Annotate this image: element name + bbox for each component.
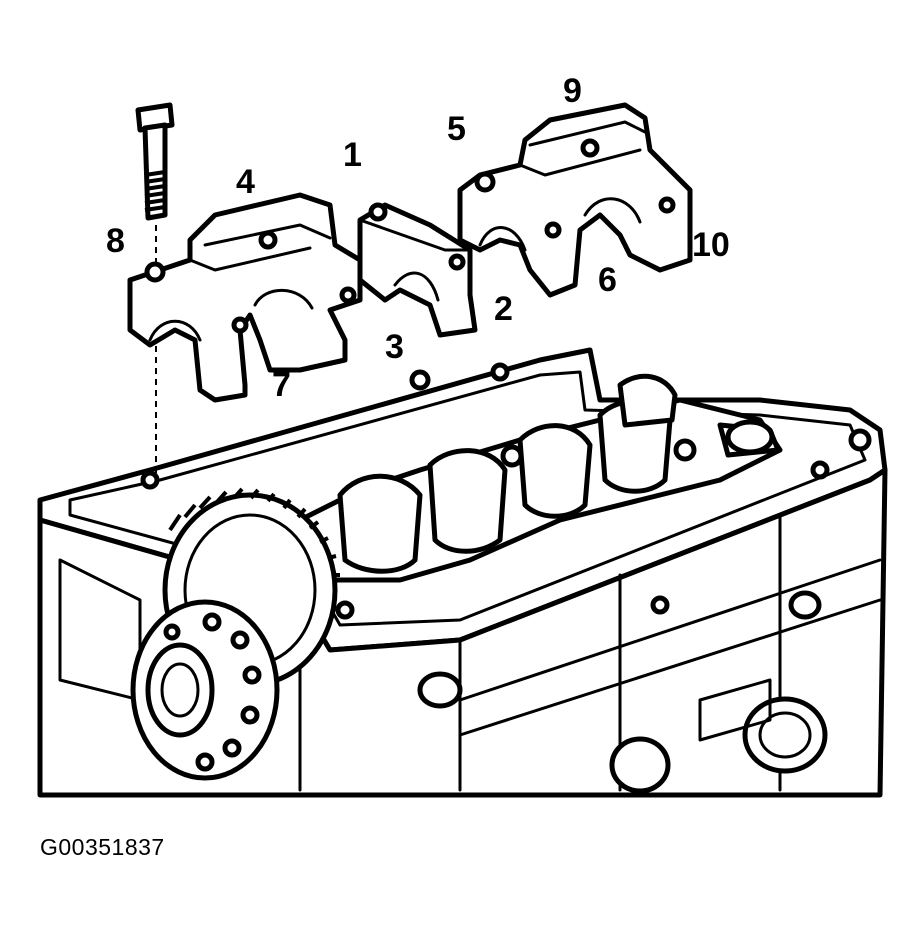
- callout-4: 4: [236, 163, 255, 201]
- callout-7: 7: [272, 366, 291, 404]
- callout-3: 3: [385, 328, 404, 366]
- callout-9: 9: [563, 72, 582, 110]
- callout-5: 5: [447, 110, 466, 148]
- crankshaft: [297, 373, 783, 583]
- figure-id: G00351837: [40, 834, 165, 860]
- callout-10: 10: [692, 226, 730, 264]
- callout-labels: 1 2 3 4 5 6 7 8 9 10: [106, 72, 730, 404]
- callout-8: 8: [106, 222, 125, 260]
- callout-2: 2: [494, 290, 513, 328]
- crank-hub: [130, 599, 280, 781]
- callout-6: 6: [598, 261, 617, 299]
- bearing-cap-bolt: [135, 102, 175, 480]
- callout-1: 1: [343, 136, 362, 174]
- bearing-caps: [127, 102, 693, 403]
